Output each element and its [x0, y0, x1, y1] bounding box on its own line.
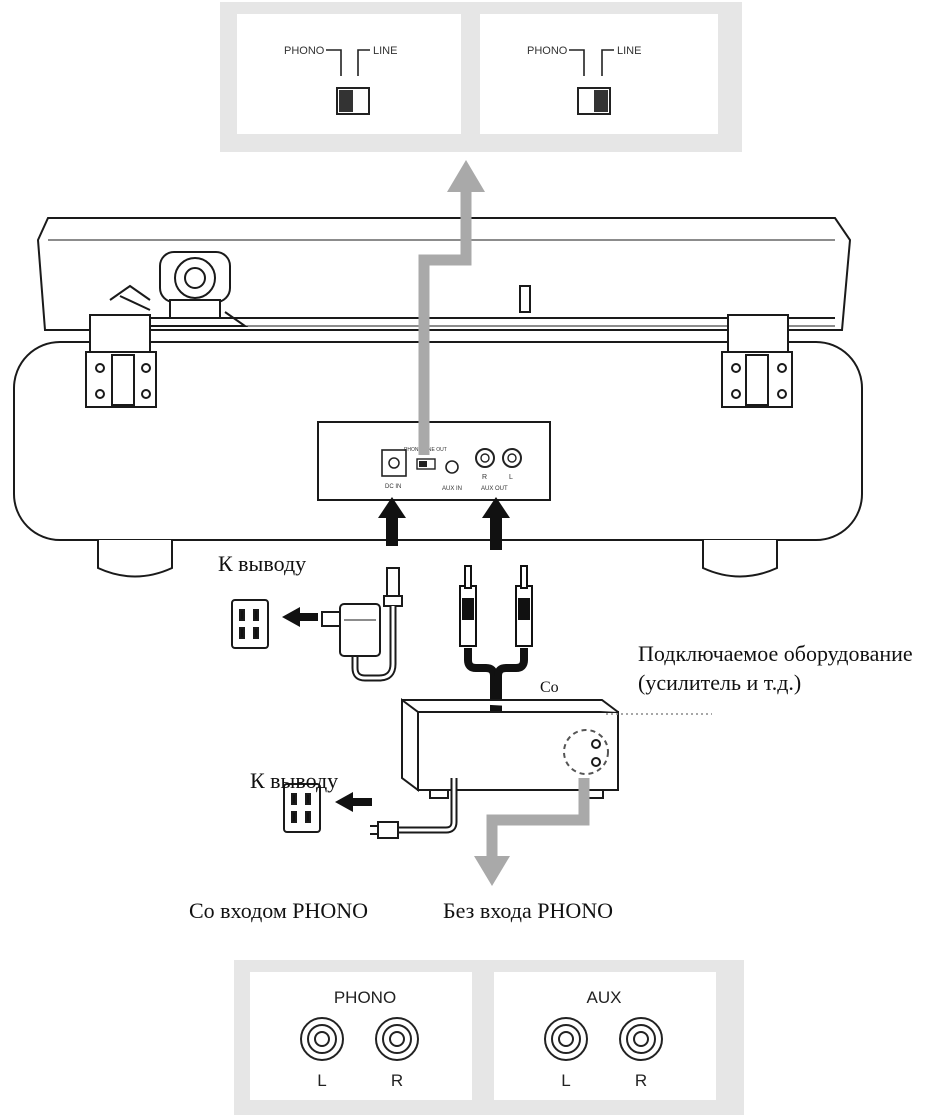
- hinge-right: [721, 314, 793, 408]
- dc-in-label: DC IN: [385, 484, 401, 490]
- grey-arrow-up-head: [447, 160, 485, 192]
- aux-jack-r-label: R: [635, 1071, 647, 1090]
- turntable: [13, 217, 863, 578]
- adapter-cable-inner: [353, 606, 395, 680]
- spindle: [519, 285, 531, 313]
- aux-out-label: AUX OUT: [481, 486, 508, 492]
- adapter-plug-tip: [386, 567, 400, 599]
- without-phono-label: Без входа PHONO: [443, 898, 613, 923]
- top-left-line-label: LINE: [373, 45, 397, 57]
- top-switch-panels: PHONO LINE PHONO LINE: [220, 2, 742, 152]
- foot-left: [97, 540, 173, 578]
- grey-arrow-down: [486, 778, 590, 858]
- top-panel-line: [480, 14, 718, 134]
- grey-arrow-up: [418, 190, 472, 455]
- aux-jack-l: [544, 1017, 588, 1061]
- amplifier: [370, 698, 619, 839]
- dc-in-jack: [381, 449, 407, 477]
- phono-jack-r-label: R: [391, 1071, 403, 1090]
- aux-out-r-label: R: [482, 474, 487, 481]
- phono-panel-title: PHONO: [334, 988, 396, 1007]
- top-right-switch-knob: [594, 90, 608, 112]
- phono-jack-l: [300, 1017, 344, 1061]
- wall-outlet-2: [283, 783, 321, 833]
- aux-jack-r: [619, 1017, 663, 1061]
- black-arrows: [282, 497, 510, 812]
- aux-jack-l-label: L: [561, 1071, 570, 1090]
- phono-jack-l-label: L: [317, 1071, 326, 1090]
- to-outlet-label-2: К выводу: [250, 768, 338, 793]
- aux-in-label: AUX IN: [442, 486, 462, 492]
- aux-in-jack: [445, 460, 459, 474]
- amp-input-highlight: [563, 729, 609, 775]
- grey-arrow-down-head: [474, 856, 510, 886]
- top-left-phono-label: PHONO: [284, 45, 325, 57]
- with-phono-label: Со входом PHONO: [189, 898, 368, 923]
- to-outlet-label-1: К выводу: [218, 551, 306, 576]
- wall-outlet-1: [231, 599, 269, 649]
- top-left-phono-bracket: [326, 49, 342, 76]
- dust-cover: [36, 217, 852, 331]
- power-adapter: [321, 567, 403, 682]
- top-left-line-bracket: [357, 49, 370, 76]
- phono-jack-r: [375, 1017, 419, 1061]
- top-right-line-label: LINE: [617, 45, 641, 57]
- foot-right: [702, 540, 778, 578]
- cut-fragment-label: Co: [540, 679, 559, 696]
- top-right-line-bracket: [601, 49, 614, 76]
- adapter-body: [339, 603, 381, 657]
- top-panel-phono: [237, 14, 461, 134]
- bottom-panel-phono: [250, 972, 472, 1100]
- amplifier-body: [417, 711, 619, 791]
- top-right-phono-bracket: [569, 49, 585, 76]
- bottom-panel-aux: [494, 972, 716, 1100]
- aux-panel-title: AUX: [587, 988, 622, 1007]
- bottom-input-panels: PHONO L R AUX L R: [234, 960, 744, 1115]
- top-left-switch-knob: [339, 90, 353, 112]
- equipment-label-line2: (усилитель и т.д.): [638, 670, 801, 695]
- tonearm: [109, 251, 249, 327]
- equipment-label-line1: Подключаемое оборудование: [638, 641, 913, 666]
- hinge-left: [85, 314, 157, 408]
- aux-out-l-label: L: [509, 474, 513, 481]
- top-right-phono-label: PHONO: [527, 45, 568, 57]
